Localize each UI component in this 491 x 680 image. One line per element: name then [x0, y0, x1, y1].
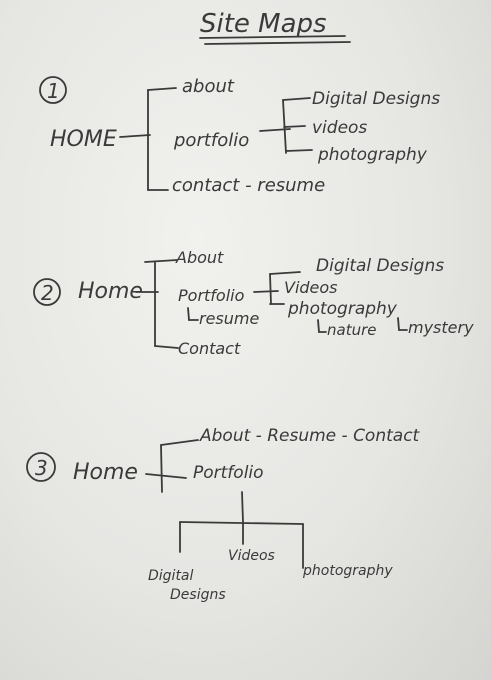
node-nature: nature	[327, 321, 376, 339]
node-about-resume-contact: About - Resume - Contact	[199, 426, 421, 446]
map-number: 1	[47, 79, 60, 103]
connector-line	[160, 444, 163, 493]
node-photography: photography	[287, 299, 398, 319]
connector-line	[160, 439, 199, 446]
node-portfolio: Portfolio	[193, 463, 264, 483]
title-underline	[204, 41, 351, 45]
node-designs: Designs	[170, 587, 226, 603]
node-videos: videos	[312, 118, 367, 138]
connector-line	[317, 319, 320, 333]
connector-line	[147, 87, 177, 91]
page-title: Site Maps	[200, 9, 327, 39]
connector-line	[253, 290, 279, 293]
node-portfolio: portfolio	[173, 130, 249, 151]
connector-line	[144, 259, 178, 263]
connector-line	[187, 307, 190, 321]
connector-line	[269, 271, 301, 275]
node-videos: Videos	[228, 548, 275, 564]
connector-line	[119, 134, 151, 138]
map-number-circle	[26, 452, 56, 482]
map-number-circle	[33, 278, 61, 306]
connector-line	[285, 149, 313, 152]
node-contact: Contact	[178, 339, 241, 358]
node-digital: Digital	[148, 568, 194, 584]
map-number: 2	[41, 281, 54, 305]
connector-line	[269, 273, 272, 305]
connector-line	[179, 521, 304, 525]
connector-line	[283, 125, 306, 128]
node-resume: resume	[199, 309, 259, 328]
connector-line	[397, 317, 400, 331]
root-node: Home	[78, 279, 143, 304]
root-node: Home	[73, 460, 138, 485]
node-videos: Videos	[284, 278, 338, 297]
node-photography: photography	[317, 145, 428, 165]
node-portfolio: Portfolio	[178, 286, 245, 305]
connector-line	[282, 97, 311, 101]
connector-line	[154, 345, 179, 349]
node-digital-designs: Digital Designs	[316, 256, 444, 276]
node-about: about	[182, 76, 235, 97]
node-contact-resume: contact - resume	[172, 175, 325, 196]
map-number: 3	[35, 456, 48, 480]
title-underline	[199, 35, 346, 39]
root-node: HOME	[50, 127, 117, 152]
node-photography: photography	[302, 563, 393, 579]
node-digital-designs: Digital Designs	[312, 89, 440, 109]
connector-line	[145, 473, 187, 479]
node-mystery: mystery	[408, 318, 474, 337]
node-about: About	[175, 248, 224, 267]
connector-line	[241, 491, 244, 523]
map-number-circle	[39, 76, 67, 104]
